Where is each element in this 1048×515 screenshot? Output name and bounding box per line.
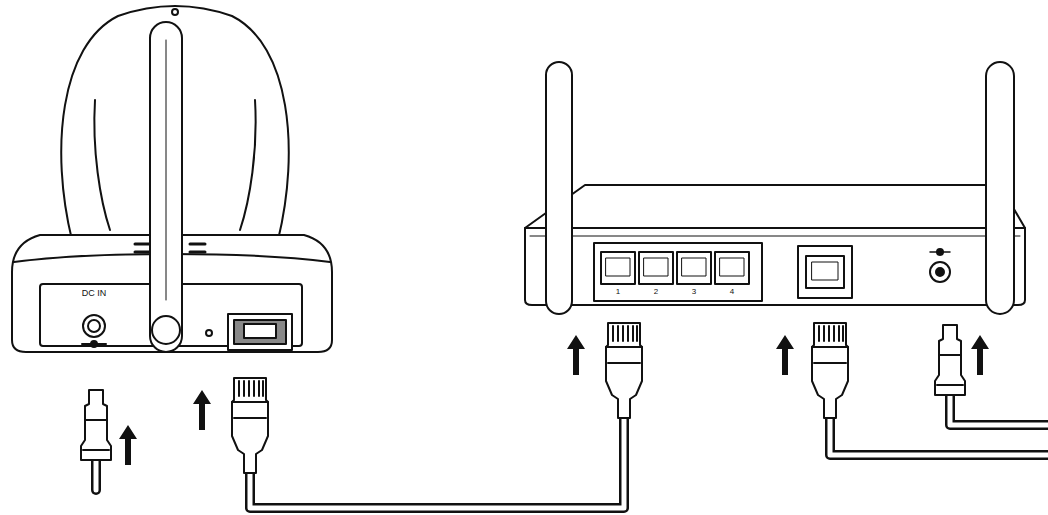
router <box>525 62 1025 314</box>
ethernet-cable <box>250 418 624 508</box>
ethernet-plug <box>812 323 848 418</box>
insert-arrow <box>776 335 794 375</box>
port-number: 1 <box>615 288 621 296</box>
ethernet-plug <box>606 323 642 418</box>
port-number: 3 <box>691 288 697 296</box>
power-plug <box>935 325 965 395</box>
power-cable <box>950 395 1048 425</box>
lan-ports <box>601 252 749 284</box>
ethernet-plug <box>232 378 268 473</box>
panel-label: DC IN <box>81 289 108 298</box>
insert-arrow <box>567 335 585 375</box>
ip-camera <box>12 6 332 352</box>
insert-arrow <box>971 335 989 375</box>
dc-plug <box>81 390 111 460</box>
port-number: 2 <box>653 288 659 296</box>
insert-arrow <box>193 390 211 430</box>
polarity-symbol <box>82 341 106 347</box>
insert-arrow <box>119 425 137 465</box>
polarity-symbol <box>930 249 950 255</box>
port-number: 4 <box>729 288 735 296</box>
